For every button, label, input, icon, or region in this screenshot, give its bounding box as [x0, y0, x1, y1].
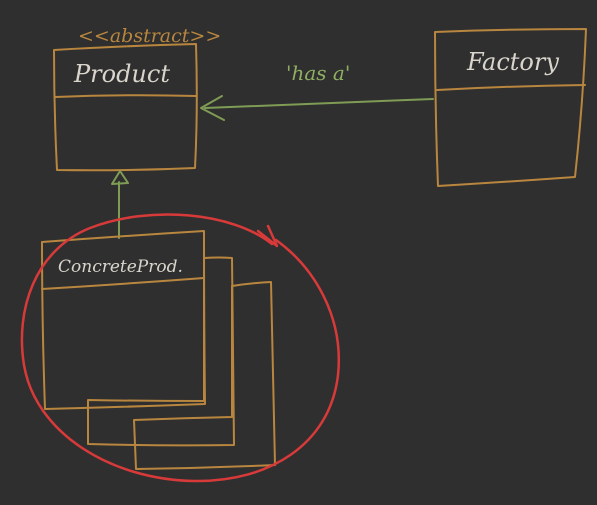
product-box-outline [53, 43, 198, 172]
has-a-association-arrow: 'has a' [200, 61, 434, 121]
product-box-divider [54, 94, 197, 98]
concrete-product-box-divider [41, 277, 205, 290]
product-class-box: <<abstract>> Product [53, 25, 221, 172]
product-class-name: Product [73, 60, 170, 88]
association-line [204, 98, 434, 109]
concrete-product-box-back [133, 281, 276, 470]
concrete-product-stack: ConcreteProd. [41, 230, 276, 470]
factory-class-name: Factory [466, 48, 559, 76]
association-label: 'has a' [286, 61, 350, 85]
inheritance-triangle-head [111, 170, 129, 185]
concrete-product-box-middle [86, 256, 235, 447]
highlight-circle [20, 213, 341, 483]
inheritance-arrow [111, 170, 129, 239]
highlight-circle-tail [256, 224, 279, 248]
factory-box-outline [434, 28, 587, 187]
concrete-product-box-front [41, 230, 206, 410]
highlight-circle-stroke [20, 213, 341, 483]
product-stereotype-label: <<abstract>> [78, 25, 221, 47]
factory-box-divider [436, 84, 586, 91]
association-arrowhead [200, 95, 225, 121]
concrete-product-class-name: ConcreteProd. [58, 257, 183, 277]
factory-class-box: Factory [434, 28, 587, 187]
